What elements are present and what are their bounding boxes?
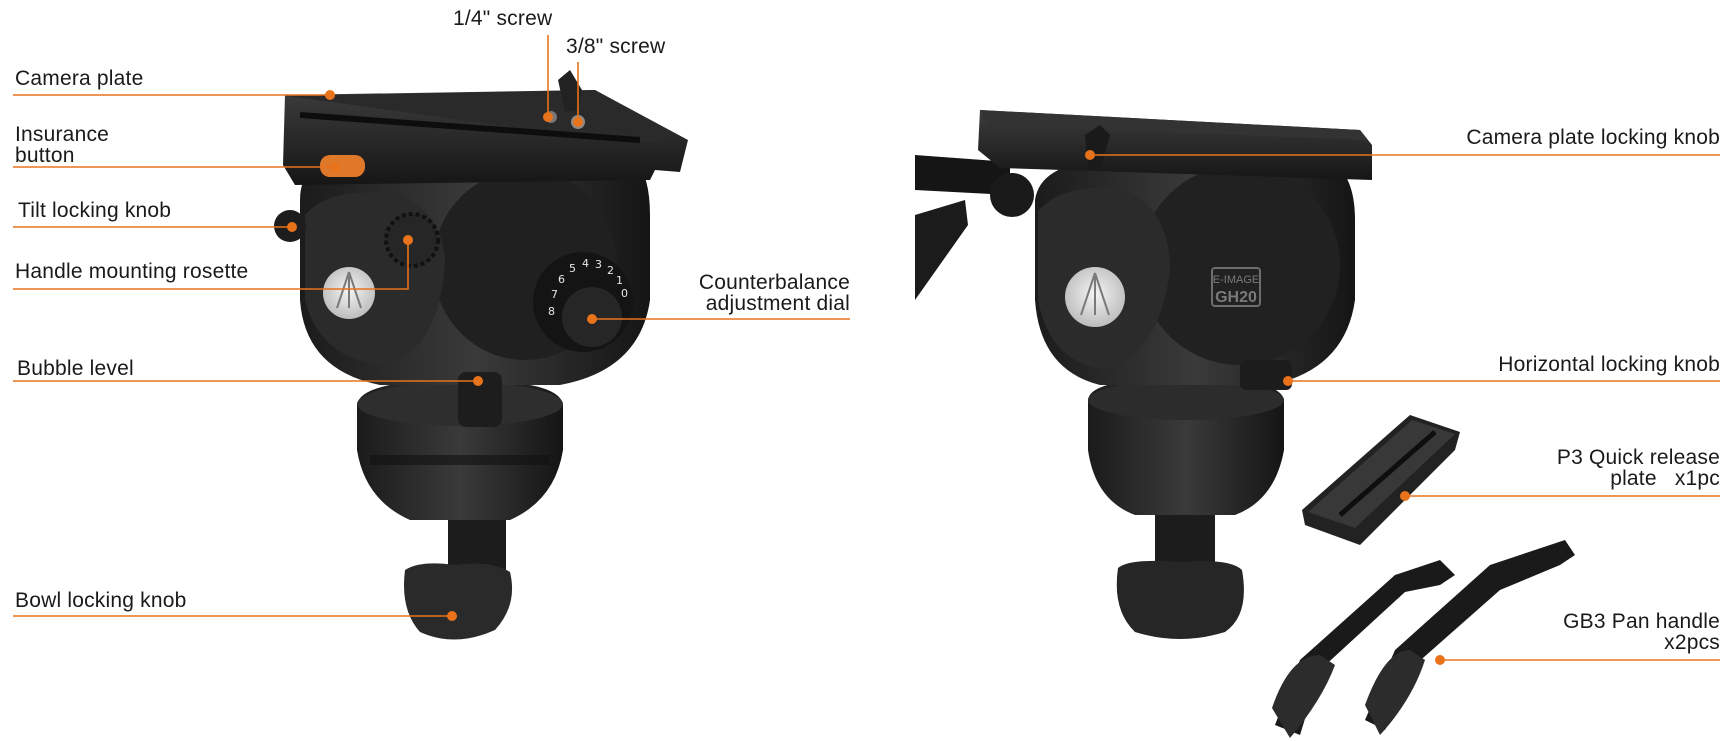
label-tilt-locking-knob: Tilt locking knob — [18, 199, 172, 222]
label-p3-quick-release-plate: P3 Quick release plate x1pc — [1460, 447, 1720, 489]
svg-text:6: 6 — [558, 273, 565, 286]
dot-three-eighths-screw — [573, 117, 583, 127]
p3-quick-release-plate — [1302, 415, 1460, 545]
dot-tilt-knob — [287, 222, 297, 232]
label-handle-mounting-rosette: Handle mounting rosette — [15, 260, 249, 283]
label-p3-line1: P3 Quick release — [1556, 446, 1720, 469]
callout-line-rosette — [13, 240, 409, 290]
label-counterbalance-line1: Counterbalance — [698, 271, 850, 294]
svg-text:2: 2 — [607, 264, 614, 277]
dot-bowl-knob — [447, 611, 457, 621]
label-counterbalance-dial: Counterbalance adjustment dial — [660, 272, 850, 314]
dot-quarter-screw — [543, 112, 553, 122]
dot-counterbalance — [587, 314, 597, 324]
dot-insurance-button — [330, 162, 340, 172]
fluid-head-rear-view: E-IMAGE GH20 — [915, 110, 1372, 639]
dot-p3-plate — [1400, 491, 1410, 501]
label-bubble-level: Bubble level — [17, 357, 134, 380]
svg-text:0: 0 — [621, 287, 628, 300]
label-three-eighths-screw: 3/8" screw — [566, 35, 666, 58]
dot-camera-plate — [325, 90, 335, 100]
label-insurance-button-line1: Insurance — [15, 123, 110, 146]
model-badge-top: E-IMAGE — [1213, 274, 1259, 286]
svg-text:7: 7 — [551, 288, 558, 301]
label-gb3-pan-handle: GB3 Pan handle x2pcs — [1460, 611, 1720, 653]
dot-gb3-handle — [1435, 655, 1445, 665]
model-badge-bottom: GH20 — [1215, 289, 1257, 306]
svg-text:3: 3 — [595, 258, 602, 271]
label-p3-line2: plate x1pc — [1610, 467, 1720, 490]
label-insurance-button: Insurance button — [15, 124, 109, 166]
svg-text:4: 4 — [582, 257, 589, 270]
gb3-pan-handles — [1272, 540, 1575, 738]
dot-plate-locking-knob — [1085, 150, 1095, 160]
svg-text:5: 5 — [569, 262, 576, 275]
dot-bubble-level — [473, 376, 483, 386]
label-gb3-line1: GB3 Pan handle — [1563, 610, 1720, 633]
callout-lines — [13, 35, 1720, 661]
label-gb3-line2: x2pcs — [1664, 631, 1720, 654]
svg-text:8: 8 — [548, 305, 555, 318]
svg-text:1: 1 — [616, 274, 623, 287]
label-insurance-button-line2: button — [15, 144, 75, 167]
label-camera-plate-locking-knob: Camera plate locking knob — [1466, 126, 1720, 149]
dot-rosette — [403, 235, 413, 245]
label-bowl-locking-knob: Bowl locking knob — [15, 589, 187, 612]
dot-horizontal-knob — [1283, 376, 1293, 386]
callout-dots — [287, 90, 1445, 665]
label-counterbalance-line2: adjustment dial — [705, 292, 850, 315]
label-horizontal-locking-knob: Horizontal locking knob — [1498, 353, 1720, 376]
label-camera-plate: Camera plate — [15, 67, 144, 90]
label-quarter-screw: 1/4" screw — [453, 7, 553, 30]
